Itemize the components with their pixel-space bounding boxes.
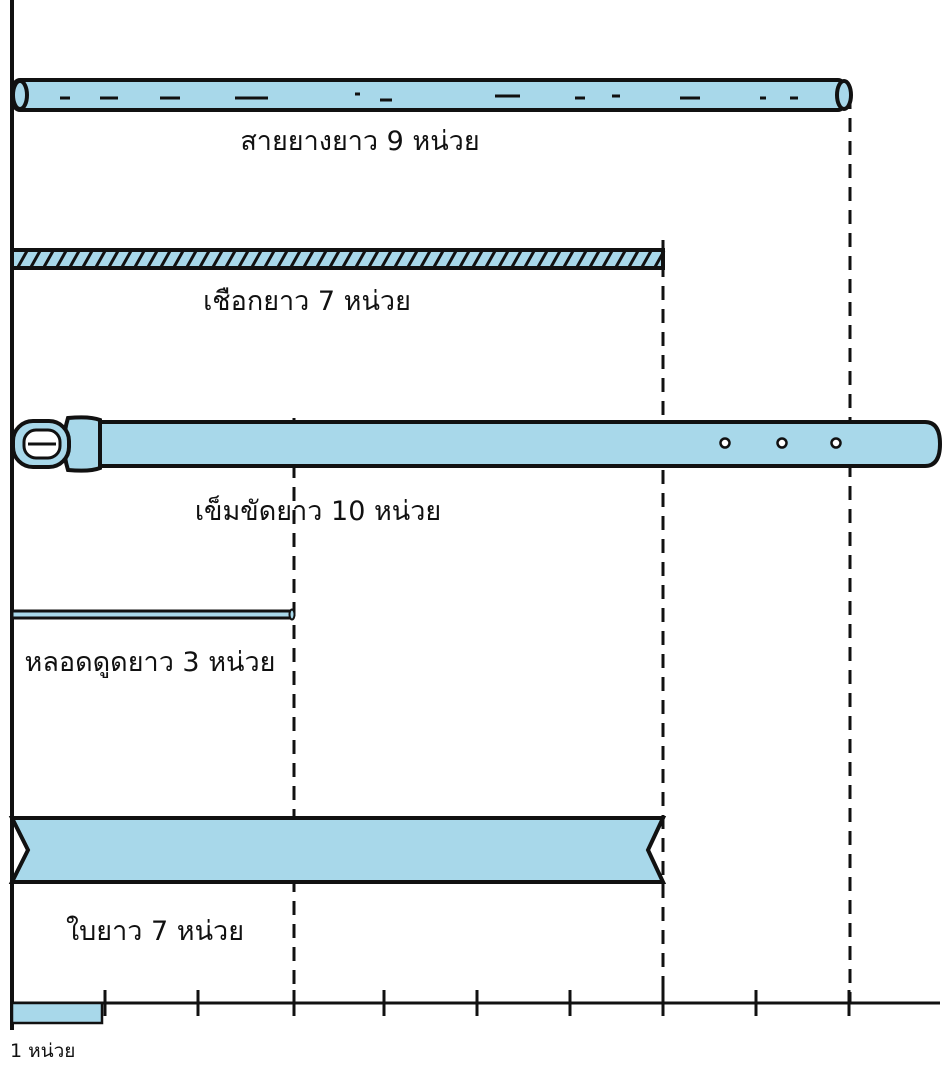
belt [11, 415, 942, 473]
rope-hatch-line [575, 250, 588, 268]
rope-hatch-line [354, 250, 367, 268]
rope-hatch-line [55, 250, 68, 268]
hose-label: สายยางยาว 9 หน่วย [240, 126, 479, 157]
rope-hatch-line [471, 250, 484, 268]
rope-hatch-line [419, 250, 432, 268]
rope-hatch-line [510, 250, 523, 268]
rope-hatch-line [224, 250, 237, 268]
belt-label: เข็มขัดยาว 10 หน่วย [195, 493, 441, 527]
rope-hatch-line [562, 250, 575, 268]
scale-ticks [103, 990, 851, 1016]
rope-hatching [16, 250, 666, 268]
rope-hatch-line [653, 250, 666, 268]
rope-hatch-line [601, 250, 614, 268]
rope-hatch-line [68, 250, 81, 268]
rope-hatch-line [94, 250, 107, 268]
straw-body [10, 609, 294, 620]
rope-hatch-line [432, 250, 445, 268]
rope-hatch-line [237, 250, 250, 268]
rope-hatch-line [497, 250, 510, 268]
rope-hatch-line [523, 250, 536, 268]
leaf-label: ใบยาว 7 หน่วย [66, 915, 244, 947]
rope-hatch-line [536, 250, 549, 268]
rope-hatch-line [549, 250, 562, 268]
straw [10, 608, 296, 621]
rope-hatch-line [289, 250, 302, 268]
rope-hatch-line [367, 250, 380, 268]
rope-label: เชือกยาว 7 หน่วย [203, 286, 411, 317]
straw-label: หลอดดูดยาว 3 หน่วย [25, 647, 276, 678]
leaf [8, 816, 667, 884]
hose-body [12, 78, 846, 112]
rope-hatch-line [484, 250, 497, 268]
rope-hatch-line [380, 250, 393, 268]
rope [10, 248, 666, 270]
rope-hatch-line [159, 250, 172, 268]
rope-hatch-line [211, 250, 224, 268]
rope-hatch-line [302, 250, 315, 268]
rope-hatch-line [263, 250, 276, 268]
rope-hatch-line [133, 250, 146, 268]
hose-markings [60, 92, 798, 102]
rope-hatch-line [315, 250, 328, 268]
rope-hatch-line [172, 250, 185, 268]
belt-hole [776, 437, 788, 449]
rope-hatch-line [29, 250, 42, 268]
rope-hatch-line [16, 250, 29, 268]
rope-hatch-line [250, 250, 263, 268]
straw-end [288, 608, 296, 621]
rope-hatch-line [614, 250, 627, 268]
hose-end-left [11, 79, 29, 111]
rope-hatch-line [146, 250, 159, 268]
rope-hatch-line [640, 250, 653, 268]
rope-hatch-line [81, 250, 94, 268]
rope-hatch-line [393, 250, 406, 268]
unit-sample-bar [10, 1001, 104, 1025]
rope-hatch-line [276, 250, 289, 268]
rope-hatch-line [406, 250, 419, 268]
rope-hatch-line [107, 250, 120, 268]
unit-label: 1 หน่วย [10, 1040, 75, 1062]
rope-hatch-line [627, 250, 640, 268]
belt-hole [719, 437, 731, 449]
rope-hatch-line [588, 250, 601, 268]
belt-strap [93, 420, 942, 468]
rope-hatch-line [42, 250, 55, 268]
hose-end-right [835, 79, 853, 111]
hose [11, 78, 853, 112]
rope-hatch-line [185, 250, 198, 268]
rope-hatch-line [445, 250, 458, 268]
rope-hatch-line [458, 250, 471, 268]
rope-hatch-line [328, 250, 341, 268]
rope-hatch-line [341, 250, 354, 268]
rope-hatch-line [198, 250, 211, 268]
belt-hole [830, 437, 842, 449]
rope-hatch-line [120, 250, 133, 268]
